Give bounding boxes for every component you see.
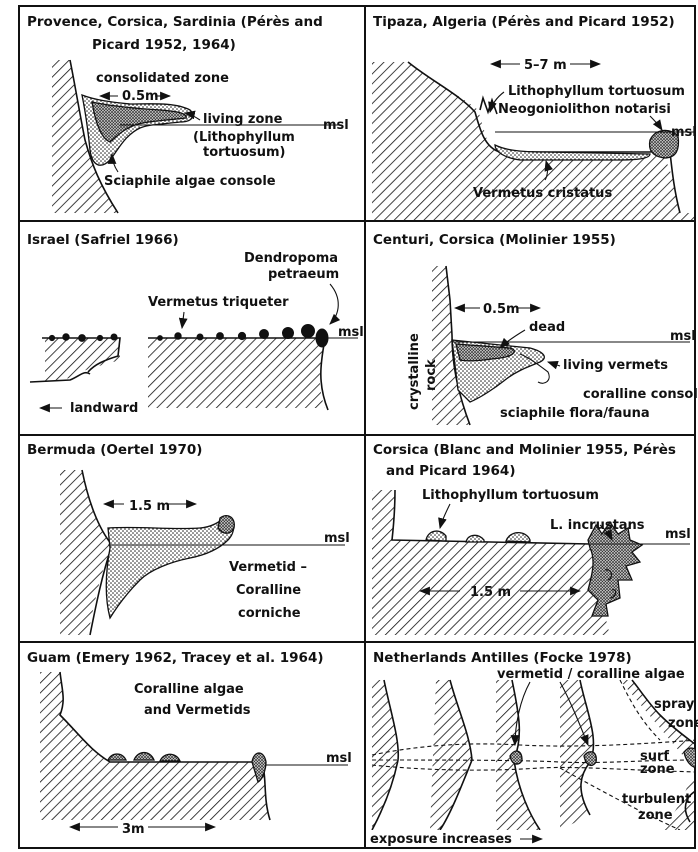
label-incrustans: L. incrustans (550, 518, 645, 533)
label-c1: Coralline algae (134, 682, 244, 697)
label-turb2: zone (638, 808, 673, 823)
label-v2: Coralline (236, 583, 301, 598)
label-coralline: coralline console (583, 387, 698, 402)
label-crystalline: crystalline (407, 333, 422, 410)
panel-centuri: Centuri, Corsica (Molinier 1955) 0.5m de… (373, 232, 698, 425)
panel-israel: Israel (Safriel 1966) msl Dendropoma pe (27, 232, 364, 416)
label-width: 1.5 m (129, 499, 170, 514)
label-landward: landward (70, 401, 138, 416)
panel-title: Guam (Emery 1962, Tracey et al. 1964) (27, 650, 324, 666)
label-exposure: exposure increases (370, 832, 512, 847)
label-msl: msl (324, 531, 350, 546)
label-species2: tortuosum) (203, 145, 285, 160)
label-vermetid: vermetid / coralline algae (497, 667, 685, 682)
label-spray1: spray (654, 697, 695, 712)
panel-bermuda: Bermuda (Oertel 1970) 1.5 m msl Vermetid… (27, 442, 350, 635)
label-dead: dead (529, 320, 565, 335)
label-dendro2: petraeum (268, 267, 339, 282)
panel-tipaza: Tipaza, Algeria (Pérès and Picard 1952) … (372, 14, 698, 228)
label-msl: msl (665, 527, 691, 542)
label-v3: corniche (238, 606, 301, 621)
label-consolidated: consolidated zone (96, 71, 229, 86)
label-msl: msl (323, 118, 349, 133)
label-turb1: turbulent (622, 792, 691, 807)
label-width: 0.5m (122, 89, 159, 104)
label-width: 1.5 m (470, 585, 511, 600)
panel-antilles: Netherlands Antilles (Focke 1978) vermet… (370, 650, 698, 847)
panel-corsica: Corsica (Blanc and Molinier 1955, Pérès … (372, 442, 691, 635)
panel-title: Bermuda (Oertel 1970) (27, 442, 202, 458)
panel-title-line1: Corsica (Blanc and Molinier 1955, Pérès (373, 442, 676, 458)
panel-title-line2: Picard 1952, 1964) (92, 37, 236, 53)
label-dendro1: Dendropoma (244, 251, 338, 266)
label-c2: and Vermetids (144, 703, 251, 718)
label-rock: rock (424, 359, 439, 391)
panel-title: Centuri, Corsica (Molinier 1955) (373, 232, 616, 248)
label-msl: msl (671, 125, 697, 140)
label-litho: Lithophyllum tortuosum (422, 488, 599, 503)
label-neogon: Neogoniolithon notarisi (498, 102, 671, 117)
label-msl: msl (670, 329, 696, 344)
panel-title: Netherlands Antilles (Focke 1978) (373, 650, 632, 666)
panel-title-line1: Provence, Corsica, Sardinia (Pérès and (27, 14, 323, 30)
panel-title-line2: and Picard 1964) (386, 463, 515, 479)
label-v1: Vermetid – (229, 560, 307, 575)
panel-provence: Provence, Corsica, Sardinia (Pérès and P… (27, 14, 349, 213)
label-vermetus: Vermetus cristatus (473, 186, 612, 201)
label-msl: msl (326, 751, 352, 766)
label-width: 3m (122, 822, 145, 837)
label-living: living vermets (563, 358, 668, 373)
label-sciaphile: Sciaphile algae console (104, 174, 276, 189)
label-living: living zone (203, 112, 283, 127)
label-width: 5–7 m (524, 58, 567, 73)
label-sciaphile: sciaphile flora/fauna (500, 406, 650, 421)
label-width: 0.5m (483, 302, 520, 317)
label-spray2: zone (668, 716, 698, 731)
panel-title: Tipaza, Algeria (Pérès and Picard 1952) (373, 14, 675, 30)
label-surf2: zone (640, 762, 675, 777)
label-species1: (Lithophyllum (193, 130, 295, 145)
label-litho: Lithophyllum tortuosum (508, 84, 685, 99)
panel-title: Israel (Safriel 1966) (27, 232, 179, 248)
panel-guam: Guam (Emery 1962, Tracey et al. 1964) ms… (27, 650, 352, 837)
label-msl: msl (338, 325, 364, 340)
label-triqueter: Vermetus triqueter (148, 295, 289, 310)
